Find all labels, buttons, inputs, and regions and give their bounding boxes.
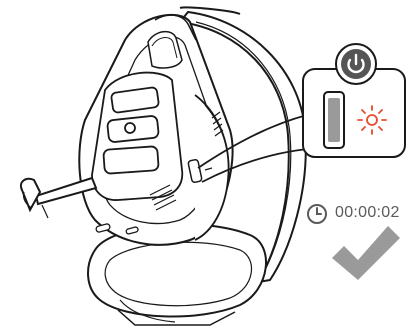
timer-duration: 00:00:02 [335, 204, 400, 222]
checkmark-icon [332, 226, 400, 280]
power-icon [336, 44, 376, 84]
clock-icon [308, 205, 326, 223]
control-plate [92, 73, 182, 200]
